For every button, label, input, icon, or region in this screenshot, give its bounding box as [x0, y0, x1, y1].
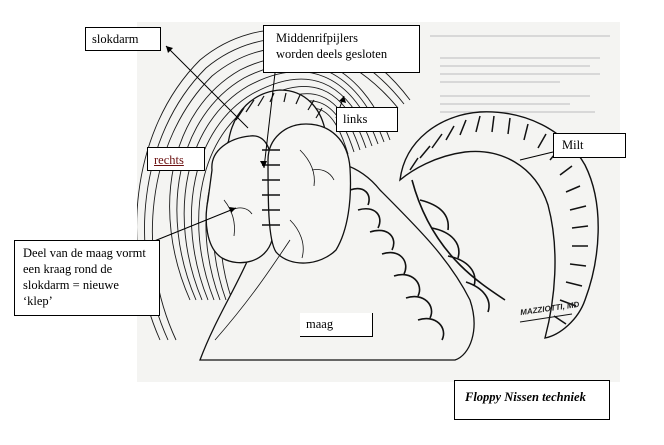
signature-underline [519, 313, 573, 323]
label-deel-van-de-maag: Deel van de maag vormt een kraag rond de… [14, 240, 160, 316]
label-links: links [336, 107, 398, 132]
label-deel-line1: Deel van de maag vormt [23, 246, 146, 260]
spleen [399, 111, 599, 339]
label-rechts: rechts [147, 147, 205, 171]
label-maag-text: maag [306, 317, 334, 331]
label-middenrifpijlers: Middenrifpijlers worden deels gesloten [263, 25, 420, 73]
figure-caption: Floppy Nissen techniek [454, 380, 610, 420]
wrap-suture-marks [262, 149, 280, 226]
figure-caption-text: Floppy Nissen techniek [465, 390, 586, 404]
spleen-hatching [409, 115, 589, 325]
label-maag: maag [300, 313, 373, 337]
label-deel-line3: slokdarm = nieuwe [23, 278, 119, 292]
label-milt-text: Milt [562, 138, 584, 152]
faint-page-text [430, 35, 610, 113]
label-middenrifpijlers-line2: worden deels gesloten [276, 47, 388, 61]
label-deel-line4: ‘klep’ [23, 294, 53, 308]
fundoplication-wrap [205, 123, 352, 264]
wrap-vessels [214, 149, 335, 341]
label-middenrifpijlers-line1: Middenrifpijlers [276, 31, 358, 45]
label-deel-line2: een kraag rond de [23, 262, 113, 276]
label-slokdarm-text: slokdarm [92, 32, 139, 46]
stomach-ridges [349, 179, 506, 341]
label-milt: Milt [553, 133, 626, 158]
label-rechts-text: rechts [154, 153, 184, 167]
label-slokdarm: slokdarm [85, 27, 161, 51]
label-links-text: links [343, 112, 368, 126]
